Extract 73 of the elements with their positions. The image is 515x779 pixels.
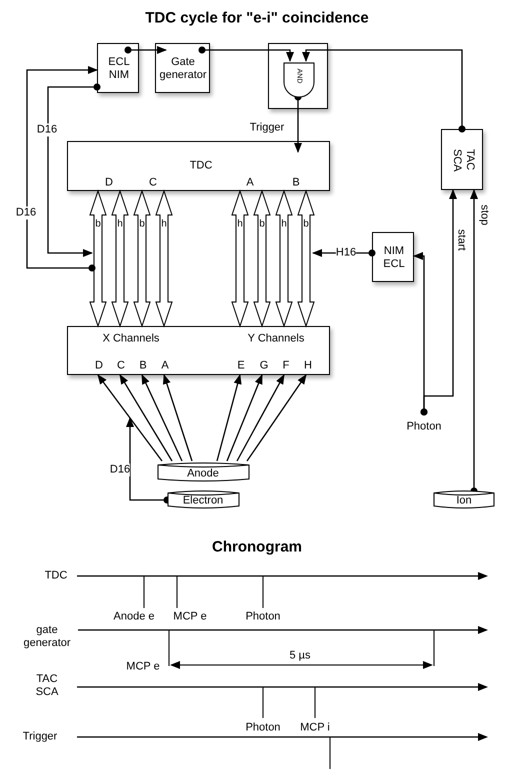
channel-label: C [117,360,125,372]
channel-label: B [139,360,147,372]
axis-label: 5 µs [290,650,310,662]
bus-arrow [253,189,271,328]
edge-label: D16 [110,464,130,476]
arrow [162,374,193,462]
node-label: NIM ECL [382,245,406,271]
bus-arrow [297,189,315,328]
bus-arrow [275,189,293,328]
logic-unit-box [268,43,328,109]
node-label: Ion [456,494,472,508]
edge-label: h [237,218,243,230]
arrow [47,84,100,257]
arrow [312,249,376,257]
detector-cylinder [167,489,240,510]
edge-label: h [281,218,287,230]
edge-label: b [95,218,101,230]
node-label: Photon [406,420,442,434]
edge-label: D16 [16,206,36,220]
channel-label: G [260,360,268,372]
node-label: TDC [188,160,214,172]
node-label: X Channels [102,332,160,346]
axis-label: Trigger [22,730,58,744]
edge-label: b [259,218,265,230]
gate-generator-box [155,43,210,93]
channel-label: E [237,360,245,372]
arrow [141,374,183,462]
arrow [236,374,285,462]
arrow [246,374,307,462]
edge-label: stop [478,204,490,226]
channel-label: D [105,176,113,190]
module-box [441,129,483,190]
node-label: Y Channels [246,332,306,346]
detector-cylinder [157,461,250,483]
bus-arrow [155,189,173,328]
arrow [226,374,263,462]
edge-label: h [161,218,167,230]
tdc-box [67,141,330,191]
edge-label: D16 [36,124,58,136]
channels-box [67,326,330,375]
edge-label: b [303,218,309,230]
channel-label: C [149,176,157,190]
arrow [124,46,167,54]
bus-arrow [231,189,249,328]
node-label: ECL NIM [107,56,131,82]
detector-cylinder [433,489,495,510]
arrow [26,66,98,272]
arrow [119,374,173,462]
bus-arrow [133,189,151,328]
channel-label: A [161,360,169,372]
converter-box [97,43,139,93]
arrow [302,49,466,132]
bus-arrow [111,189,129,328]
title: TDC cycle for "e-i" coincidence [145,12,369,24]
edge-label: b [139,218,145,230]
node-label: Anode [187,468,219,480]
heading: Chronogram [212,540,302,554]
node-label: Electron [182,494,224,508]
channel-label: H [304,360,312,372]
node-label: Gate generator [158,56,208,82]
channel-label: B [292,176,300,190]
channel-label: A [246,176,254,190]
arrow [216,374,242,462]
node-label: TAC SCA [450,148,476,174]
edge-label: Trigger [250,122,284,134]
converter-box [372,232,414,282]
arrow [97,374,163,462]
channel-label: F [282,360,290,372]
arrow [420,189,457,416]
channel-label: D [95,360,103,372]
bus-arrow [89,189,107,328]
edge-label: h [117,218,123,230]
arrow [198,46,294,62]
